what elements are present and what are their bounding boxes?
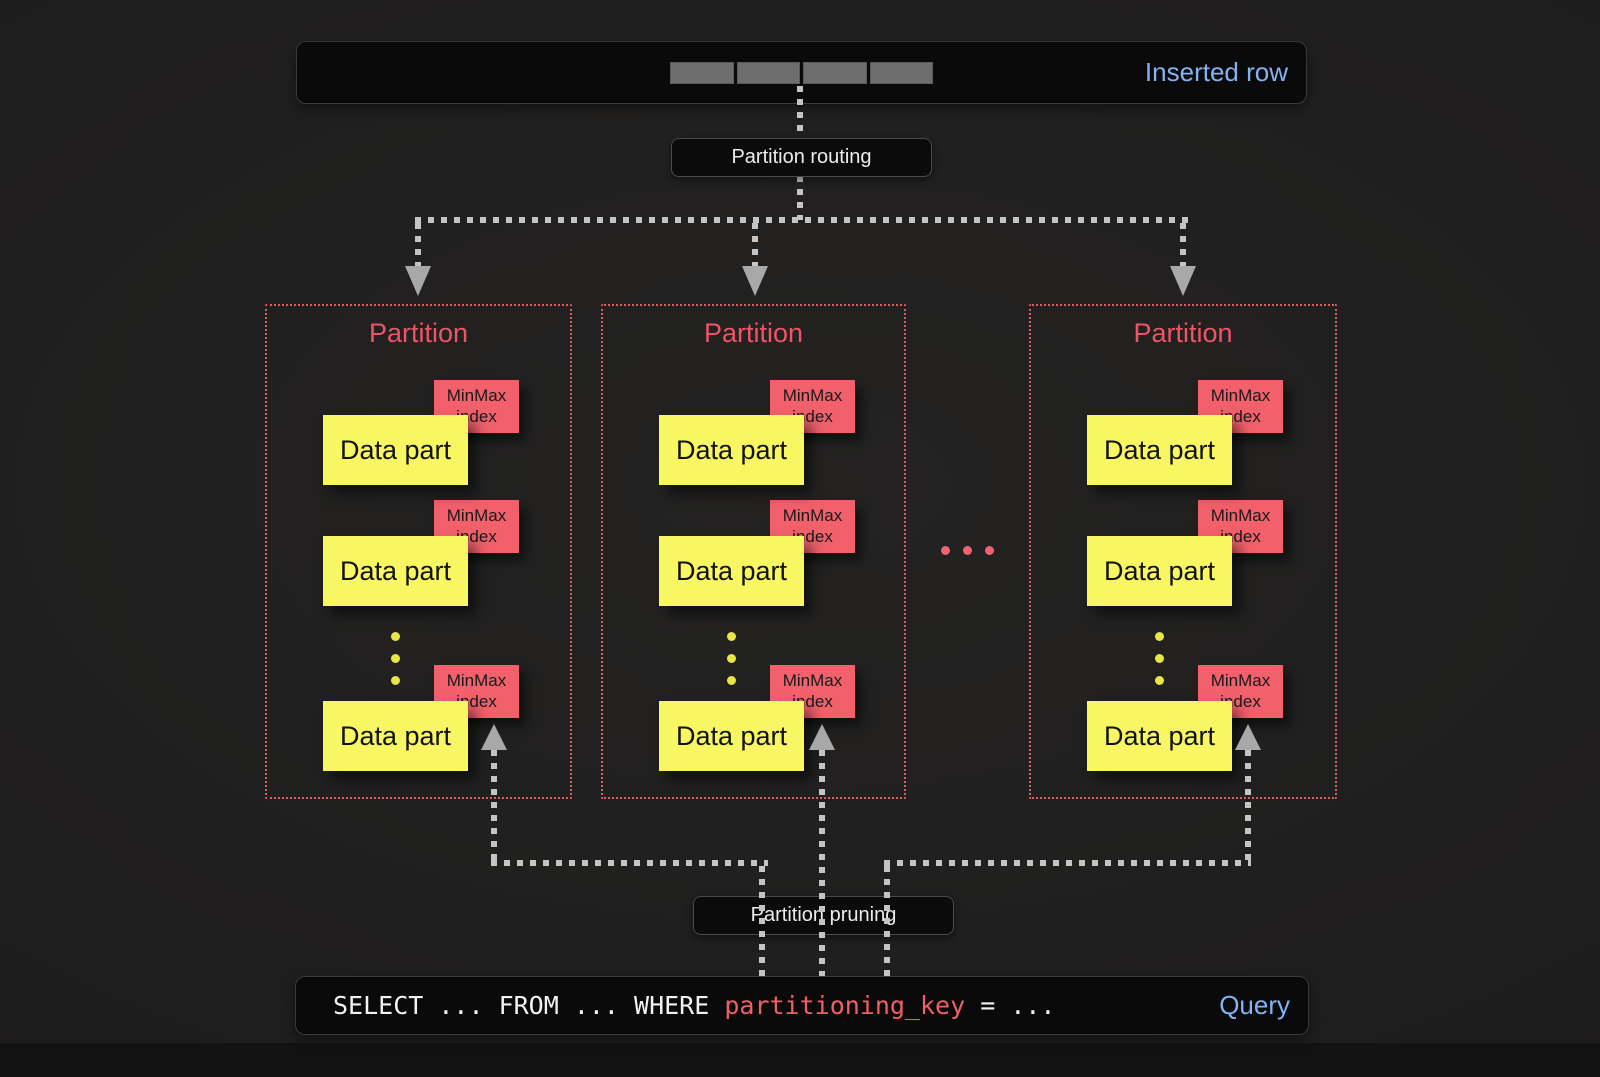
arrow-down-icon: [405, 266, 431, 296]
routing-drop-line: [1180, 223, 1186, 266]
partition-box: Partition MinMax index Data part MinMax …: [601, 304, 906, 799]
pruning-path-line: [491, 860, 768, 866]
pruning-path-line: [884, 866, 890, 976]
ellipsis-dot: [985, 546, 994, 555]
data-part: Data part: [1087, 536, 1232, 606]
minmax-line: MinMax: [446, 671, 507, 691]
sql-text: SELECT ... FROM ... WHERE: [333, 991, 725, 1020]
minmax-line: MinMax: [446, 386, 507, 406]
more-parts-dot: [391, 632, 400, 641]
partition-box: Partition MinMax index Data part MinMax …: [1029, 304, 1337, 799]
arrow-up-icon: [1235, 724, 1261, 750]
arrow-up-icon: [809, 724, 835, 750]
more-parts-dot: [727, 676, 736, 685]
minmax-line: MinMax: [782, 386, 843, 406]
partition-title: Partition: [368, 318, 469, 348]
pruning-path-line: [759, 866, 765, 976]
more-parts-dot: [727, 632, 736, 641]
row-cell: [803, 62, 867, 84]
data-part: Data part: [659, 415, 804, 485]
bottom-strip: [0, 1043, 1600, 1077]
more-parts-dot: [1155, 676, 1164, 685]
arrow-down-icon: [1170, 266, 1196, 296]
arrow-up-icon: [481, 724, 507, 750]
more-parts-dot: [1155, 654, 1164, 663]
more-parts-dot: [727, 654, 736, 663]
sql-text: = ...: [965, 991, 1056, 1020]
sql-partitioning-key: partitioning_key: [724, 991, 966, 1020]
minmax-line: MinMax: [782, 671, 843, 691]
query-sql: SELECT ... FROM ... WHERE partitioning_k…: [296, 991, 1055, 1020]
routing-drop-line: [752, 223, 758, 266]
minmax-index-badge: MinMax index: [1198, 665, 1283, 718]
partition-title: Partition: [703, 318, 804, 348]
data-part: Data part: [1087, 701, 1232, 771]
data-part: Data part: [323, 701, 468, 771]
data-part: Data part: [659, 701, 804, 771]
routing-feed-line: [797, 86, 803, 136]
data-part: Data part: [323, 415, 468, 485]
routing-drop-line: [415, 223, 421, 266]
row-cell: [869, 62, 933, 84]
partition-title: Partition: [1133, 318, 1233, 348]
more-parts-dot: [391, 676, 400, 685]
pruning-path-line: [1245, 750, 1251, 866]
ellipsis-dot: [941, 546, 950, 555]
data-part: Data part: [323, 536, 468, 606]
row-cell: [736, 62, 800, 84]
routing-branch-line: [415, 217, 1189, 223]
pruning-path-line: [491, 750, 497, 866]
row-cells: [670, 62, 933, 84]
query-label: Query: [1219, 990, 1290, 1020]
query-bar: SELECT ... FROM ... WHERE partitioning_k…: [295, 976, 1309, 1035]
partition-routing-label: Partition routing: [671, 138, 932, 177]
pruning-path-line: [819, 750, 825, 976]
minmax-line: MinMax: [1210, 386, 1271, 406]
arrow-down-icon: [742, 266, 768, 296]
data-part: Data part: [659, 536, 804, 606]
pruning-path-line: [884, 860, 1251, 866]
inserted-row-label: Inserted row: [1144, 57, 1288, 87]
ellipsis-dot: [963, 546, 972, 555]
minmax-line: MinMax: [1210, 506, 1271, 526]
minmax-line: MinMax: [1210, 671, 1271, 691]
more-parts-dot: [1155, 632, 1164, 641]
minmax-line: MinMax: [446, 506, 507, 526]
minmax-line: MinMax: [782, 506, 843, 526]
row-cell: [670, 62, 734, 84]
partition-box: Partition MinMax index Data part MinMax …: [265, 304, 572, 799]
routing-feed-line: [797, 176, 803, 220]
more-parts-dot: [391, 654, 400, 663]
data-part: Data part: [1087, 415, 1232, 485]
partitions-ellipsis: [941, 546, 994, 555]
